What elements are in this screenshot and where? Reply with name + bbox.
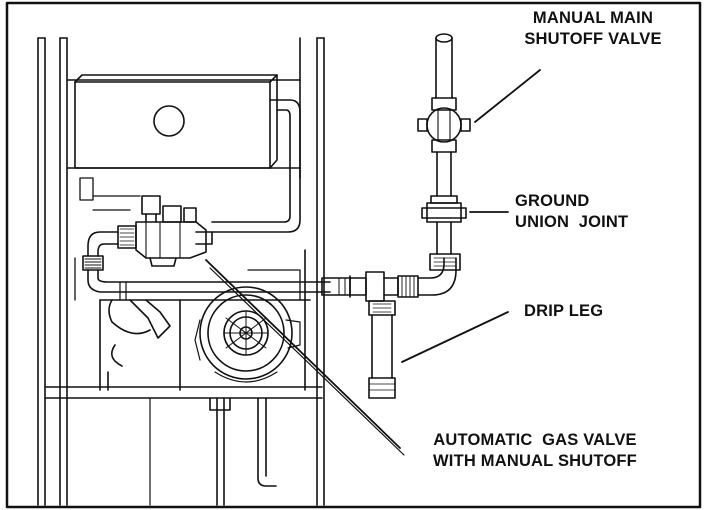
label-manual-main-shutoff-valve: MANUAL MAIN SHUTOFF VALVE xyxy=(498,8,688,50)
leader-lines xyxy=(205,69,541,456)
drip-leg xyxy=(368,300,396,399)
control-box xyxy=(74,74,278,169)
label-automatic-gas-valve: AUTOMATIC GAS VALVE WITH MANUAL SHUTOFF xyxy=(400,430,670,472)
leader-auto-valve xyxy=(205,259,401,449)
label-line: DRIP LEG xyxy=(524,302,604,320)
main-supply-pipe xyxy=(321,33,471,302)
label-line: UNION JOINT xyxy=(515,213,629,231)
label-ground-union-joint: GROUND UNION JOINT xyxy=(515,191,675,233)
gas-manifold-pipe xyxy=(82,231,331,301)
label-line: MANUAL MAIN xyxy=(532,9,654,27)
vent-pipe xyxy=(211,99,301,233)
control-box-knockout xyxy=(153,105,185,137)
leader-drip xyxy=(401,311,509,363)
automatic-gas-valve xyxy=(117,195,213,267)
leader-manual-main xyxy=(474,69,541,123)
label-line: GROUND xyxy=(515,192,590,210)
burner-assembly xyxy=(99,299,311,391)
outer-frame xyxy=(5,1,702,509)
blower xyxy=(194,286,301,383)
lower-shelf xyxy=(44,386,323,506)
label-line: SHUTOFF VALVE xyxy=(524,30,662,48)
furnace-cabinet xyxy=(37,37,325,506)
label-line: AUTOMATIC GAS VALVE xyxy=(433,431,637,449)
inner-panels xyxy=(74,177,301,301)
label-drip-leg: DRIP LEG xyxy=(524,301,644,322)
label-line: WITH MANUAL SHUTOFF xyxy=(433,452,637,470)
